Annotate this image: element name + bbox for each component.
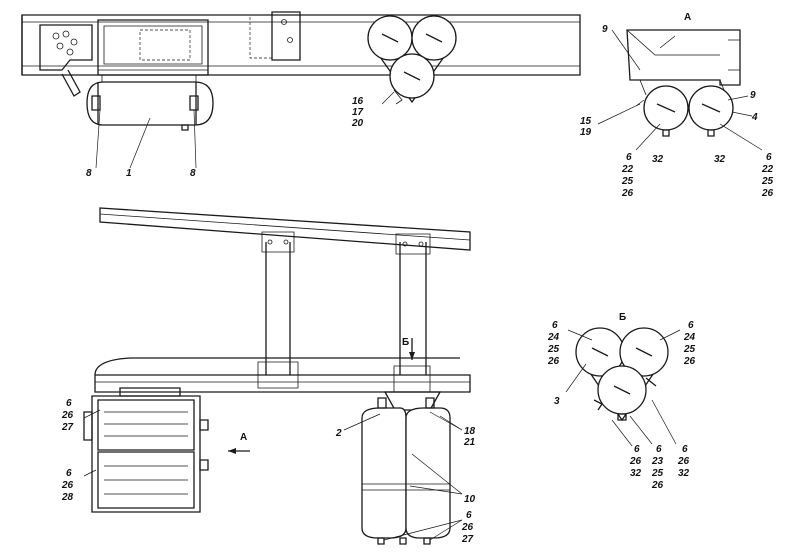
callout-6-vb-br: 6 [682,444,688,455]
callout-26-bl-upper: 26 [61,410,74,421]
top-mounting-bracket [39,24,93,97]
callout-25-vb-tl: 25 [547,344,560,355]
callout-15: 15 [580,116,592,127]
top-plates [249,11,301,61]
callout-20: 20 [351,118,364,129]
callout-4: 4 [751,112,758,123]
callout-32-right: 32 [714,154,726,165]
callout-2: 2 [335,428,342,439]
callout-9-right: 9 [750,90,756,101]
callout-6-vb-bm: 6 [656,444,662,455]
callout-6-bl-lower: 6 [66,468,72,479]
callout-26-vb-bl: 26 [629,456,642,467]
callout-23-vb-bm: 23 [651,456,664,467]
callout-24-vb-tl: 24 [547,332,560,343]
arrow-b-label: Б [402,337,409,348]
callout-6-vb-bl: 6 [634,444,640,455]
callout-22-va-left: 22 [621,164,634,175]
callout-22-va-right: 22 [761,164,774,175]
callout-16: 16 [352,96,364,107]
left-receivers [83,387,209,513]
top-triple-tanks [367,15,457,105]
callout-6-br-bottom: 6 [466,510,472,521]
callout-32-left: 32 [652,154,664,165]
callout-25-vb-tr: 25 [683,344,696,355]
callout-27-bl-upper: 27 [61,422,74,433]
callout-18: 18 [464,426,476,437]
callout-26-vb-br: 26 [677,456,690,467]
callout-6-va-left: 6 [626,152,632,163]
callout-3: 3 [554,396,560,407]
callout-32-vb-br: 32 [678,468,690,479]
callout-26-vb-tr: 26 [683,356,696,367]
leader-lines [83,29,763,541]
callout-26-vb-bm: 26 [651,480,664,491]
callout-26-va-right: 26 [761,188,774,199]
callout-26-br-bottom: 26 [461,522,474,533]
top-frame-rail [21,14,581,76]
callout-6-va-right: 6 [766,152,772,163]
top-receiver-tank [86,75,214,131]
callout-28-bl-lower: 28 [61,492,74,503]
top-receiver-bracket [97,19,209,76]
view-b-label: Б [619,312,626,323]
callout-6-vb-tl: 6 [552,320,558,331]
view-a-label: A [684,12,691,23]
callout-26-vb-tl: 26 [547,356,560,367]
callout-6-bl-upper: 6 [66,398,72,409]
callout-10: 10 [464,494,476,505]
callout-25-vb-bm: 25 [651,468,664,479]
callout-6-vb-tr: 6 [688,320,694,331]
callout-26-bl-lower: 26 [61,480,74,491]
view-a-detail [626,29,741,137]
callout-17: 17 [352,107,364,118]
callout-8-left: 8 [86,168,92,179]
callout-8-right: 8 [190,168,196,179]
view-b-detail [575,327,669,422]
arrow-a-label: A [240,432,247,443]
callout-25-va-right: 25 [761,176,774,187]
callout-25-va-left: 25 [621,176,634,187]
callout-24-vb-tr: 24 [683,332,696,343]
callout-9-top: 9 [602,24,608,35]
callout-labels: 8 1 8 16 17 20 A 9 9 4 15 19 32 32 6 22 … [61,12,774,545]
view-arrows [228,338,415,454]
callout-27-br-bottom: 27 [461,534,474,545]
callout-1: 1 [126,168,132,179]
callout-21: 21 [463,437,476,448]
callout-26-va-left: 26 [621,188,634,199]
callout-19: 19 [580,127,592,138]
callout-32-vb-bl: 32 [630,468,642,479]
right-receivers [361,391,451,545]
middle-frame [94,207,471,393]
